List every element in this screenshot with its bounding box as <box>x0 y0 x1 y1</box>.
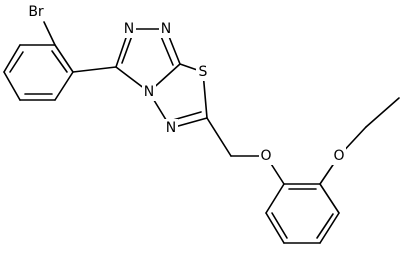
bond <box>265 183 285 214</box>
bond-aryl-triazole <box>72 66 117 73</box>
atom-label-s: S <box>196 63 210 81</box>
bond <box>3 71 21 101</box>
bond-double-inner <box>159 33 174 66</box>
bromine-label: Br <box>28 4 44 20</box>
atom-label-o: O <box>332 147 346 165</box>
bromophenyl-ring <box>3 44 74 101</box>
bond <box>319 183 340 214</box>
atom-label-n: N <box>142 83 156 101</box>
bond <box>319 212 340 244</box>
triazole-ring <box>115 28 181 93</box>
bond-double-inner <box>172 111 202 121</box>
bond <box>54 44 74 73</box>
bond-double-inner <box>316 213 334 239</box>
bond-double-inner <box>51 50 68 73</box>
atom-label-n: N <box>122 20 136 38</box>
nitrogen-label: N <box>166 120 176 136</box>
atom-label-br: Br <box>24 2 48 21</box>
atom-label-n: N <box>159 20 173 38</box>
nitrogen-label: N <box>161 21 171 37</box>
bond-ch2-ch3 <box>365 97 400 128</box>
oxygen-label: O <box>260 148 271 164</box>
bond-double-inner <box>271 212 288 239</box>
bond-c-ch2 <box>206 117 232 157</box>
oxygen-label: O <box>333 148 344 164</box>
bond <box>3 44 21 73</box>
bond <box>265 212 285 244</box>
bond-c-br <box>43 21 56 46</box>
nitrogen-label: N <box>144 84 154 100</box>
atom-label-o: O <box>259 147 273 165</box>
atom-label-n: N <box>164 119 178 137</box>
sulfur-label: S <box>199 64 208 80</box>
bond <box>54 71 74 101</box>
ethoxyphenyl-ring <box>265 183 340 244</box>
bond-double-inner <box>9 51 24 73</box>
nitrogen-label: N <box>124 21 134 37</box>
